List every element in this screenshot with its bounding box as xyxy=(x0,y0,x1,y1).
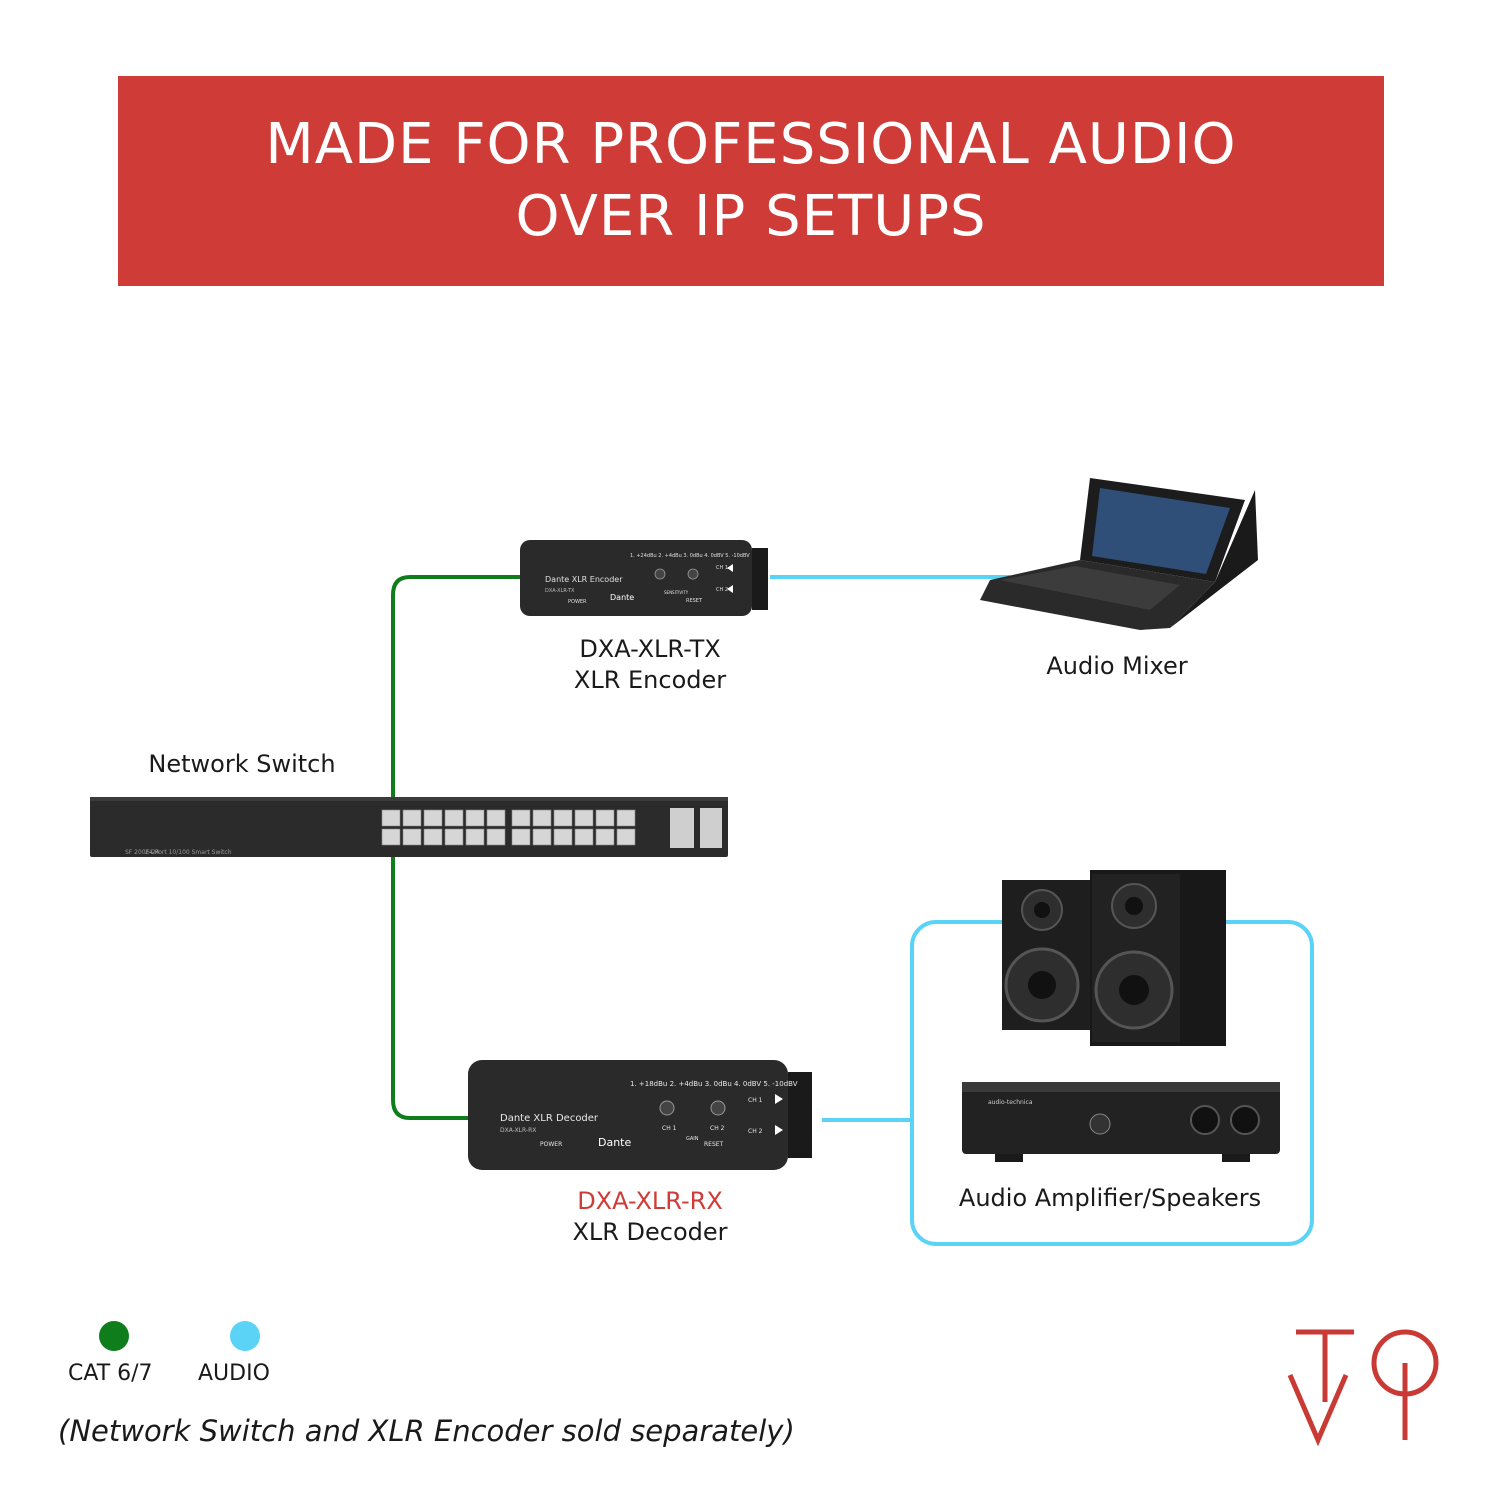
legend-label-audio: AUDIO xyxy=(198,1361,270,1386)
encoder-panel-title: Dante XLR Encoder xyxy=(545,575,623,584)
encoder-panel-model: DXA-XLR-TX xyxy=(545,588,575,594)
banner-title-line-2: OVER IP SETUPS xyxy=(515,184,987,249)
switch-port xyxy=(532,809,552,827)
title-banner: MADE FOR PROFESSIONAL AUDIO OVER IP SETU… xyxy=(118,76,1384,286)
encoder-label: DXA-XLR-TX XLR Encoder xyxy=(520,634,780,696)
encoder-panel-levels: 1. +24dBu 2. +4dBu 3. 0dBu 4. 0dBV 5. -1… xyxy=(630,553,750,559)
encoder-panel-dante: Dante xyxy=(610,593,634,602)
switch-port xyxy=(402,828,422,846)
switch-port xyxy=(381,809,401,827)
decoder-panel-dante: Dante xyxy=(598,1136,631,1149)
switch-port xyxy=(423,828,443,846)
encoder-name: XLR Encoder xyxy=(573,666,727,694)
switch-port xyxy=(465,809,485,827)
decoder-panel-power: POWER xyxy=(540,1141,562,1148)
switch-panel-model: SF 200E-24 xyxy=(125,849,159,856)
footnote: (Network Switch and XLR Encoder sold sep… xyxy=(58,1414,795,1448)
cat-cable-encoder xyxy=(391,575,520,800)
switch-port xyxy=(574,828,594,846)
speaker-left xyxy=(1002,880,1090,1030)
decoder-panel-gain: GAIN xyxy=(686,1136,699,1142)
encoder-model: DXA-XLR-TX xyxy=(579,635,721,663)
legend-dot-cat xyxy=(99,1321,129,1351)
switch-port xyxy=(444,809,464,827)
switch-port xyxy=(595,828,615,846)
amp-brand: audio-technica xyxy=(988,1099,1033,1106)
amplifier-device: audio-technica xyxy=(962,1082,1280,1162)
speaker-right xyxy=(1090,870,1226,1046)
switch-port xyxy=(553,828,573,846)
decoder-panel-ch2: CH 2 xyxy=(710,1125,725,1132)
decoder-panel-ch1: CH 1 xyxy=(662,1125,677,1132)
encoder-device: Dante XLR Encoder DXA-XLR-TX 1. +24dBu 2… xyxy=(520,540,768,616)
legend-dot-audio xyxy=(230,1321,260,1351)
switch-port xyxy=(486,809,506,827)
switch-port xyxy=(486,828,506,846)
switch-panel-desc: 24-Port 10/100 Smart Switch xyxy=(145,849,232,856)
decoder-name: XLR Decoder xyxy=(572,1218,728,1246)
network-switch-device: SF 200E-24 24-Port 10/100 Smart Switch xyxy=(90,797,728,857)
tovi-logo xyxy=(1287,1329,1439,1447)
switch-port xyxy=(532,828,552,846)
legend-label-cat: CAT 6/7 xyxy=(68,1361,153,1386)
cat-cable-decoder xyxy=(391,856,470,1120)
switch-ports xyxy=(381,809,636,846)
encoder-panel-reset: RESET xyxy=(686,598,703,604)
switch-port xyxy=(444,828,464,846)
switch-port xyxy=(465,828,485,846)
decoder-panel-out-ch1: CH 1 xyxy=(748,1097,763,1104)
decoder-label: DXA-XLR-RX XLR Decoder xyxy=(520,1186,780,1248)
decoder-panel-levels: 1. +18dBu 2. +4dBu 3. 0dBu 4. 0dBV 5. -1… xyxy=(630,1080,798,1088)
switch-port xyxy=(511,828,531,846)
switch-port xyxy=(616,828,636,846)
switch-label: Network Switch xyxy=(148,750,336,778)
amp-speakers-label: Audio Amplifier/Speakers xyxy=(958,1184,1262,1212)
encoder-panel-power: POWER xyxy=(568,599,587,605)
switch-port xyxy=(402,809,422,827)
switch-port xyxy=(595,809,615,827)
decoder-device: Dante XLR Decoder DXA-XLR-RX 1. +18dBu 2… xyxy=(468,1060,812,1170)
switch-port xyxy=(574,809,594,827)
encoder-panel-sensitivity: SENSITIVITY xyxy=(664,590,689,595)
encoder-panel-ch2: CH 2 xyxy=(716,587,728,593)
decoder-panel-model: DXA-XLR-RX xyxy=(500,1127,536,1134)
decoder-panel-reset: RESET xyxy=(704,1141,724,1148)
mixer-label: Audio Mixer xyxy=(1046,652,1188,680)
banner-title-line-1: MADE FOR PROFESSIONAL AUDIO xyxy=(265,112,1237,177)
switch-port xyxy=(423,809,443,827)
switch-port xyxy=(511,809,531,827)
decoder-panel-out-ch2: CH 2 xyxy=(748,1128,763,1135)
encoder-panel-ch1: CH 1 xyxy=(716,565,728,571)
decoder-panel-title: Dante XLR Decoder xyxy=(500,1113,599,1124)
audio-mixer-device xyxy=(980,478,1258,630)
decoder-model: DXA-XLR-RX xyxy=(577,1187,723,1215)
switch-port xyxy=(381,828,401,846)
switch-port xyxy=(616,809,636,827)
switch-port xyxy=(553,809,573,827)
